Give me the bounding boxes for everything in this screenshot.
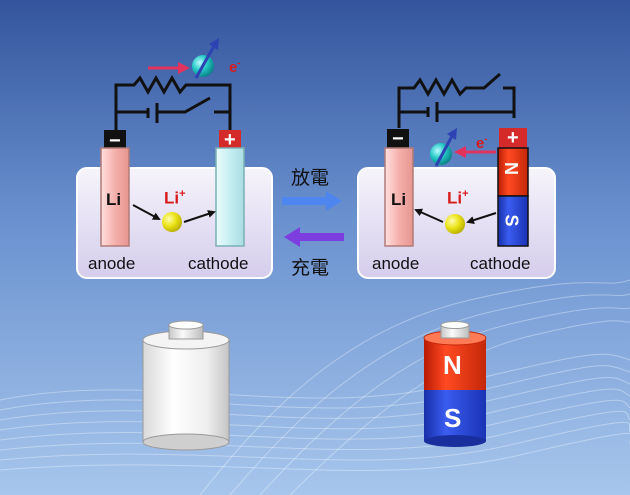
plain-battery bbox=[142, 320, 230, 451]
magnet-battery-s-label: S bbox=[444, 403, 462, 433]
right-cell bbox=[357, 72, 556, 279]
left-ion-symbol: Li bbox=[164, 188, 180, 208]
right-cathode-label: cathode bbox=[470, 254, 531, 273]
right-anode-label: anode bbox=[372, 254, 420, 273]
left-electron-charge: - bbox=[237, 58, 241, 68]
left-electron-label: e- bbox=[229, 58, 240, 76]
right-positive-terminal bbox=[499, 128, 527, 148]
left-lithium-ion bbox=[162, 212, 182, 232]
left-ion-arrow-to-cathode bbox=[183, 210, 216, 223]
right-negative-terminal bbox=[387, 129, 409, 149]
discharge-label: 放電 bbox=[291, 167, 330, 189]
right-ion-charge: + bbox=[462, 188, 469, 200]
right-electron-label: e- bbox=[476, 134, 487, 152]
left-cell bbox=[76, 38, 273, 279]
right-circuit bbox=[397, 72, 516, 128]
left-spin-arrow-head bbox=[209, 38, 219, 50]
right-ion-arrow-to-anode bbox=[414, 208, 444, 223]
right-negative-sign: − bbox=[392, 128, 404, 150]
right-ion-symbol: Li bbox=[447, 188, 463, 208]
left-ion-charge: + bbox=[179, 188, 186, 200]
right-electron-arrow-head bbox=[454, 146, 466, 158]
magnet-battery bbox=[423, 321, 487, 447]
left-anode-label: anode bbox=[88, 254, 136, 273]
right-ion-label: Li+ bbox=[447, 188, 469, 209]
left-circuit bbox=[114, 74, 232, 130]
right-magnet-n-label: N bbox=[501, 162, 521, 175]
right-magnet-north bbox=[497, 147, 529, 197]
right-magnet-s-label: S bbox=[501, 214, 522, 227]
left-ion-label: Li+ bbox=[164, 188, 186, 209]
right-anode-symbol: Li bbox=[391, 190, 407, 209]
right-ion-arrow-from-cathode bbox=[466, 212, 497, 224]
right-electron-symbol: e bbox=[476, 135, 485, 152]
charge-label: 充電 bbox=[291, 257, 330, 279]
left-cathode-label: cathode bbox=[188, 254, 249, 273]
charge-arrow bbox=[284, 227, 344, 247]
left-cathode-electrode bbox=[215, 147, 245, 247]
background-waves bbox=[0, 279, 630, 495]
left-spin-arrow bbox=[194, 45, 216, 79]
left-anode-symbol: Li bbox=[106, 190, 122, 209]
left-anode-electrode bbox=[100, 147, 130, 247]
magnet-battery-n-label: N bbox=[443, 350, 462, 380]
right-spin-arrow-head bbox=[447, 128, 457, 140]
left-electron-arrow-head bbox=[178, 62, 190, 74]
right-spin-arrow bbox=[434, 135, 454, 167]
right-anode-electrode bbox=[384, 147, 414, 247]
discharge-arrow bbox=[282, 191, 342, 211]
left-electron-symbol: e bbox=[229, 59, 238, 76]
right-magnet-south bbox=[497, 195, 529, 247]
right-lithium-ion bbox=[445, 214, 465, 234]
left-ion-arrow-from-anode bbox=[132, 204, 161, 220]
left-positive-sign: + bbox=[224, 129, 236, 151]
left-negative-terminal bbox=[104, 130, 126, 150]
left-negative-sign: − bbox=[109, 130, 121, 152]
right-electron-charge: - bbox=[484, 134, 488, 144]
right-positive-sign: + bbox=[507, 127, 519, 149]
left-positive-terminal bbox=[219, 130, 241, 150]
